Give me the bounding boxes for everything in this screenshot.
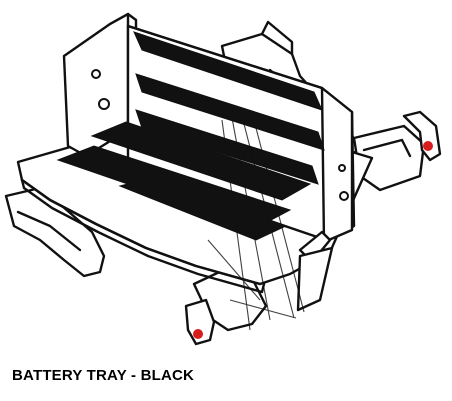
rib-strip-3	[135, 109, 319, 185]
floor-strip-3	[118, 177, 288, 241]
front-hook-marker	[193, 329, 203, 339]
image-caption: BATTERY TRAY - BLACK	[12, 367, 195, 384]
front-hook	[184, 298, 216, 346]
floor-strip-1	[90, 121, 312, 201]
rib-wall-hole-1	[338, 164, 346, 172]
tray-floor-edge	[20, 178, 262, 286]
rib-strip-2	[135, 73, 325, 151]
rib-wall-side	[320, 86, 354, 244]
back-wall-hole-2	[98, 98, 110, 110]
battery-tray-illustration	[4, 12, 442, 346]
rear-bracket-lip	[260, 20, 294, 56]
rib-wall-top-edge	[126, 24, 324, 90]
front-strap	[296, 246, 334, 312]
tray-floor-front-lip	[20, 178, 266, 294]
back-wall-hole-1	[91, 69, 101, 79]
rib-strip-1	[133, 31, 323, 111]
right-hook-marker	[423, 141, 433, 151]
rib-wall-hole-2	[339, 191, 349, 201]
left-bracket-fold	[16, 210, 82, 252]
right-rail-bend	[362, 138, 412, 158]
